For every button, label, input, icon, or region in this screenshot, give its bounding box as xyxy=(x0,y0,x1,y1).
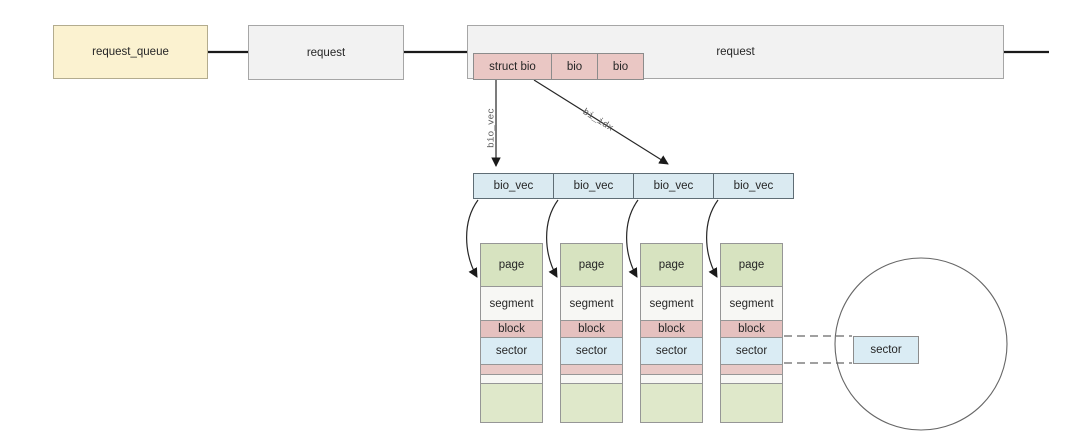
sector-cell: sector xyxy=(561,337,622,364)
page-label: page xyxy=(578,259,605,271)
page-cell: page xyxy=(561,244,622,286)
request-label: request xyxy=(306,46,346,59)
segment-strip xyxy=(721,374,782,383)
segment-label: segment xyxy=(649,297,694,310)
io-column-4: page segment block sector xyxy=(720,243,783,423)
io-column-1: page segment block sector xyxy=(480,243,543,423)
request-large-label: request xyxy=(716,46,755,58)
block-label: block xyxy=(498,323,525,335)
page-label: page xyxy=(498,259,525,271)
segment-label: segment xyxy=(489,297,534,310)
bio-vec-curve-1 xyxy=(466,199,479,278)
io-column-2: page segment block sector xyxy=(560,243,623,423)
page-remainder xyxy=(481,383,542,422)
block-cell: block xyxy=(561,320,622,337)
segment-strip xyxy=(481,374,542,383)
bio-vec-cell-1: bio_vec xyxy=(473,173,554,199)
bio-label-2: bio xyxy=(566,60,583,73)
disk-sector-box: sector xyxy=(853,336,919,364)
block-strip xyxy=(641,364,702,374)
bio-vec-cell-3: bio_vec xyxy=(633,173,714,199)
bio-cell-3: bio xyxy=(597,53,644,80)
bio-vec-cell-3-label: bio_vec xyxy=(653,180,694,192)
page-label: page xyxy=(658,259,685,271)
request-box: request xyxy=(248,25,404,80)
segment-label: segment xyxy=(569,297,614,310)
sector-cell: sector xyxy=(721,337,782,364)
sector-cell: sector xyxy=(641,337,702,364)
bio-vec-cell-4-label: bio_vec xyxy=(733,180,774,192)
page-remainder xyxy=(721,383,782,422)
segment-strip xyxy=(561,374,622,383)
segment-label: segment xyxy=(729,297,774,310)
sector-label: sector xyxy=(735,345,768,357)
page-remainder xyxy=(641,383,702,422)
block-strip xyxy=(481,364,542,374)
bio-vec-curve-3 xyxy=(626,199,639,278)
block-label: block xyxy=(578,323,605,335)
bio-vec-edge-label: bio_vec xyxy=(485,108,497,148)
page-cell: page xyxy=(721,244,782,286)
bio-label-3: bio xyxy=(612,60,629,73)
bio-vec-cell-4: bio_vec xyxy=(713,173,794,199)
segment-cell: segment xyxy=(561,286,622,320)
segment-cell: segment xyxy=(481,286,542,320)
segment-strip xyxy=(641,374,702,383)
bio-vec-curve-2 xyxy=(546,199,559,278)
page-remainder xyxy=(561,383,622,422)
block-label: block xyxy=(658,323,685,335)
struct-bio-cell: struct bio xyxy=(473,53,552,80)
bi-idx-edge-label: bi_idx xyxy=(580,106,616,134)
bio-vec-array: bio_vec bio_vec bio_vec bio_vec xyxy=(473,173,794,199)
disk-sector-label: sector xyxy=(870,344,902,356)
bio-vec-cell-1-label: bio_vec xyxy=(493,180,534,192)
sector-label: sector xyxy=(575,345,608,357)
request-queue-box: request_queue xyxy=(53,25,208,79)
bio-cell-2: bio xyxy=(551,53,598,80)
bio-vec-cell-2: bio_vec xyxy=(553,173,634,199)
block-cell: block xyxy=(641,320,702,337)
sector-label: sector xyxy=(495,345,528,357)
bio-vec-cell-2-label: bio_vec xyxy=(573,180,614,192)
sector-cell: sector xyxy=(481,337,542,364)
page-cell: page xyxy=(481,244,542,286)
sector-label: sector xyxy=(655,345,688,357)
block-strip xyxy=(721,364,782,374)
block-cell: block xyxy=(481,320,542,337)
page-cell: page xyxy=(641,244,702,286)
block-strip xyxy=(561,364,622,374)
struct-bio-label: struct bio xyxy=(489,60,536,73)
segment-cell: segment xyxy=(721,286,782,320)
io-column-3: page segment block sector xyxy=(640,243,703,423)
page-label: page xyxy=(738,259,765,271)
segment-cell: segment xyxy=(641,286,702,320)
bio-vec-curve-4 xyxy=(706,199,719,278)
block-label: block xyxy=(738,323,765,335)
request-queue-label: request_queue xyxy=(92,46,169,58)
block-cell: block xyxy=(721,320,782,337)
